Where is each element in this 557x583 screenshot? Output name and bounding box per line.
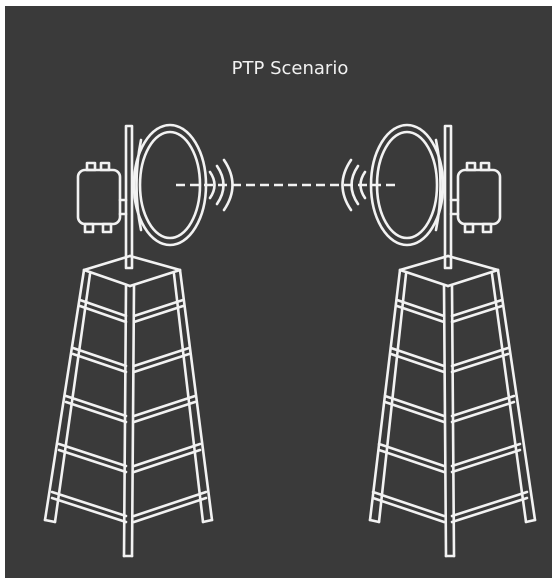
diagram-title: PTP Scenario <box>232 58 349 79</box>
